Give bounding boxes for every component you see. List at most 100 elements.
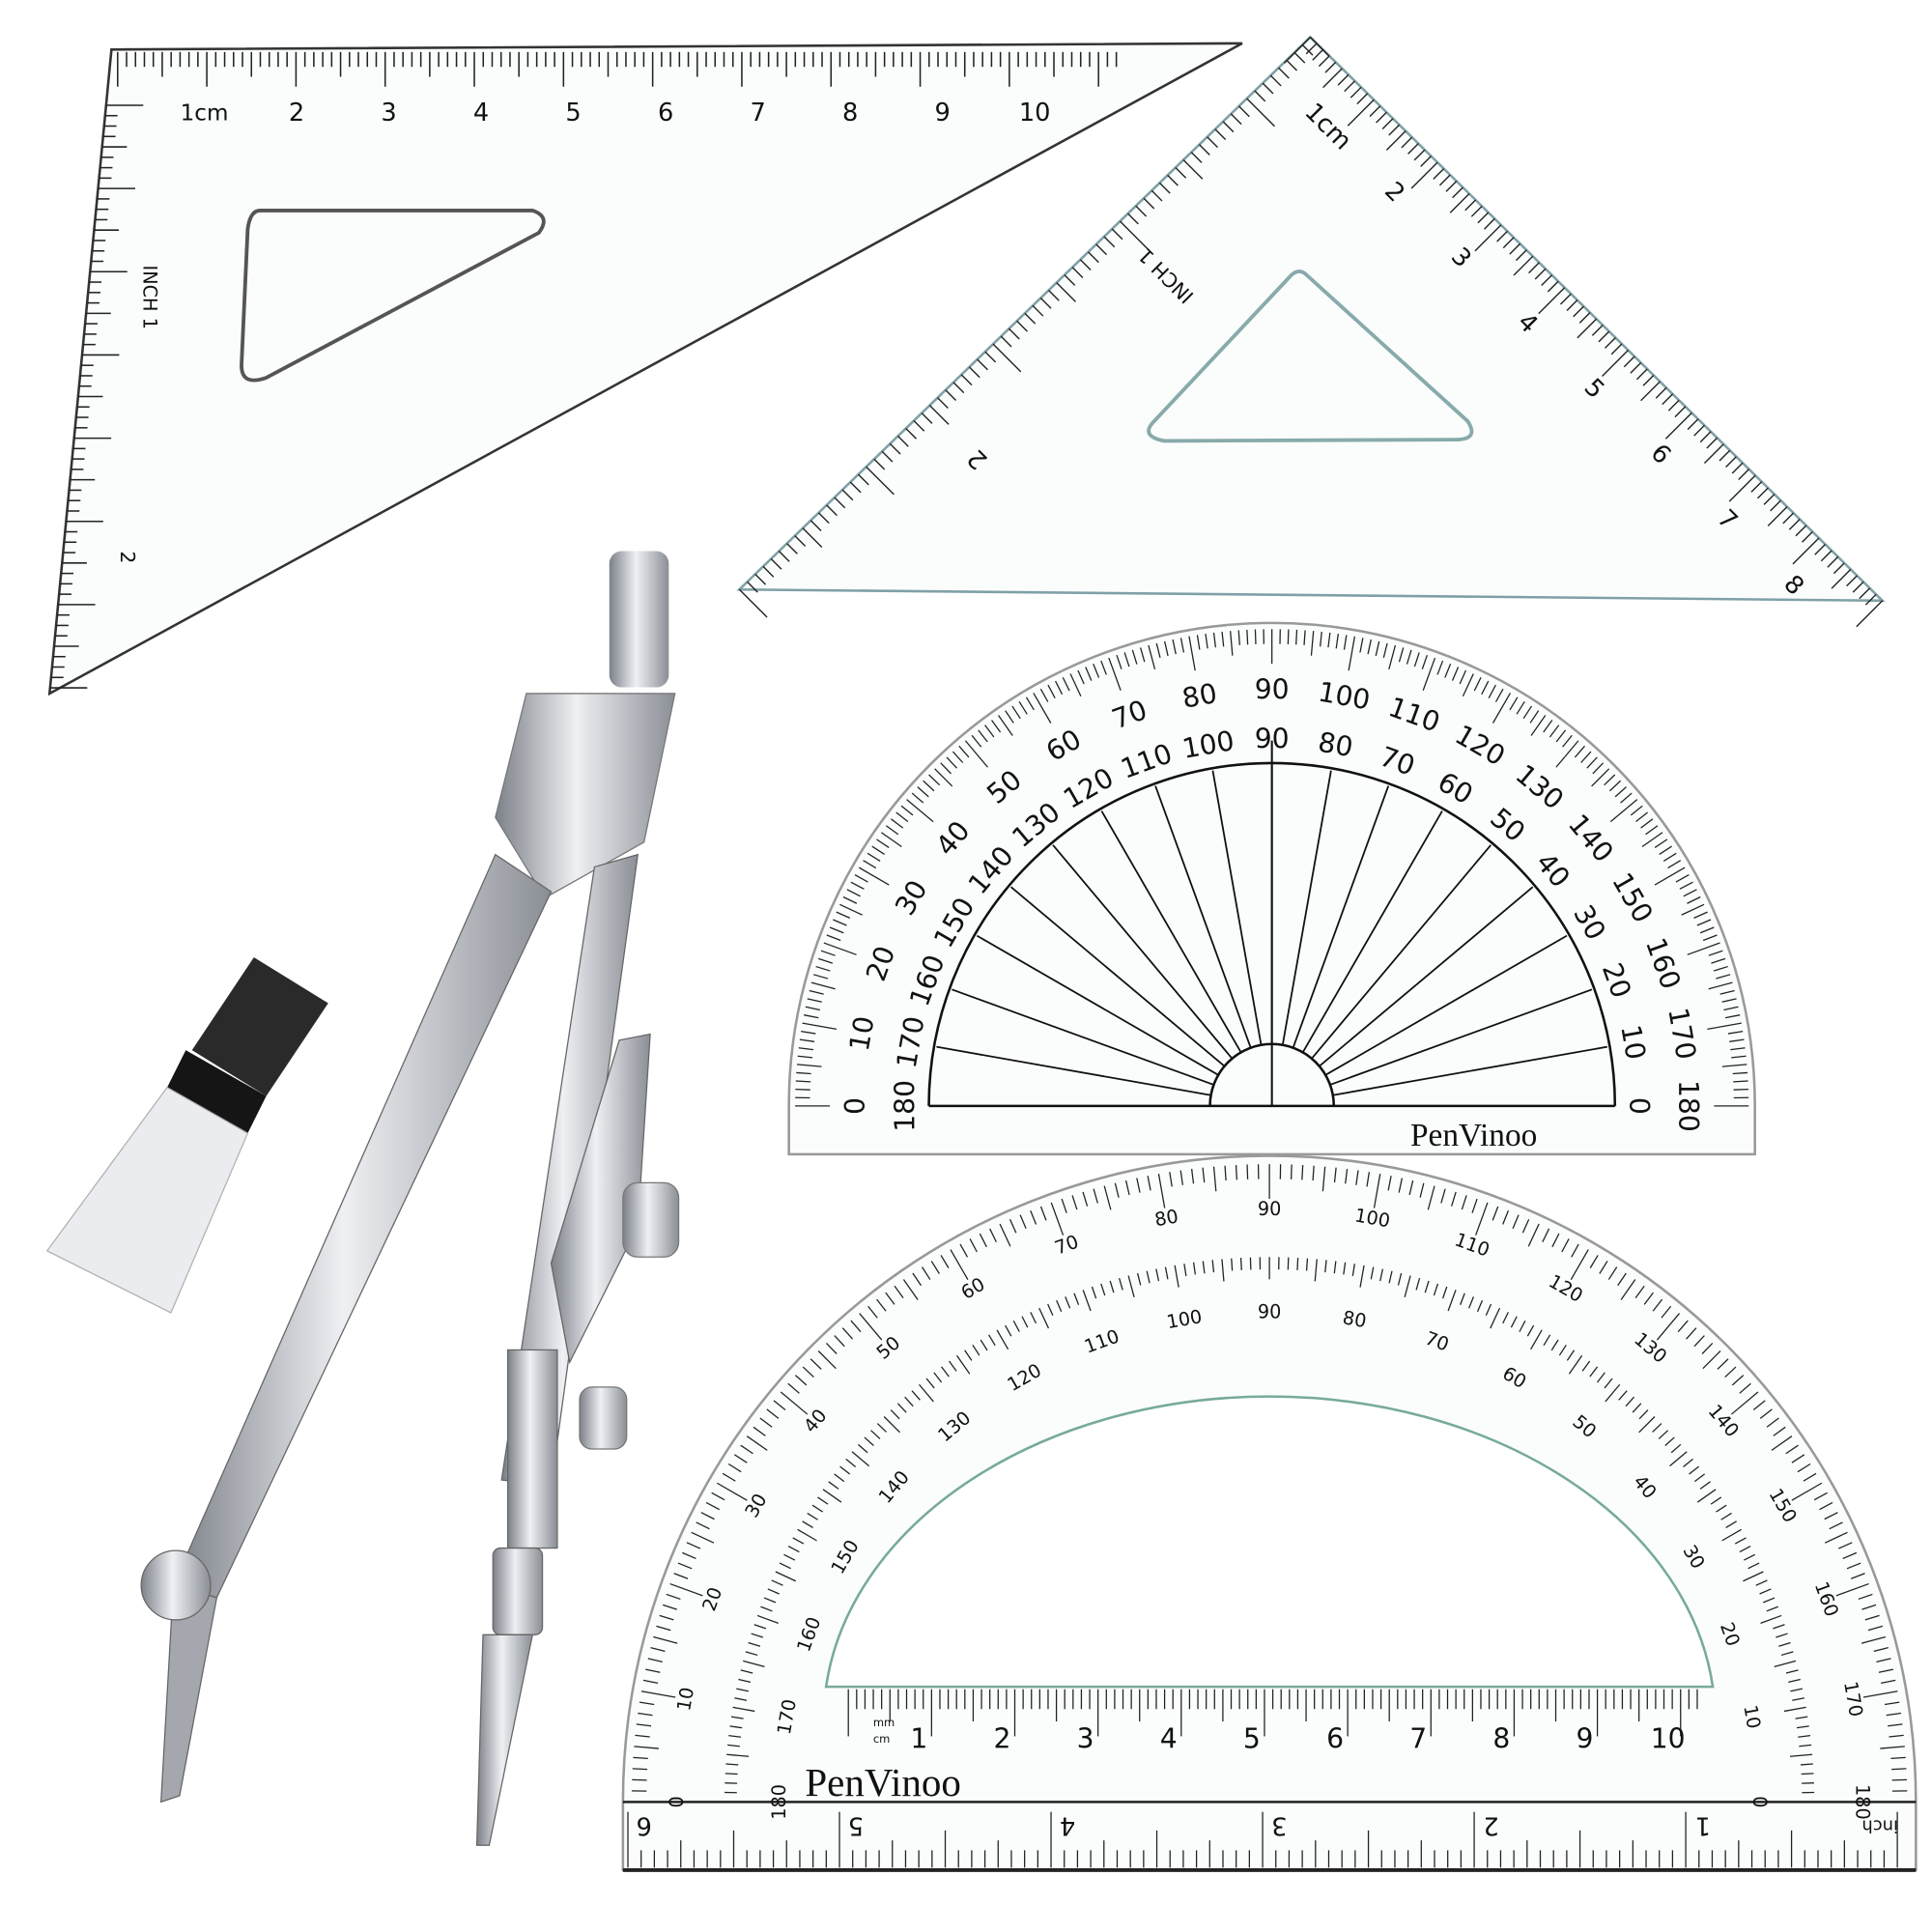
tick-mark: [1290, 1164, 1293, 1179]
outer-degree-label: 90: [1255, 673, 1290, 705]
tick-mark: [849, 481, 862, 494]
tick-mark: [1625, 1396, 1635, 1407]
tick-mark: [1427, 1185, 1435, 1210]
tick-mark: [1292, 785, 1390, 1048]
tick-mark: [894, 1285, 904, 1299]
tick-mark: [1230, 113, 1242, 126]
tick-mark: [1032, 304, 1044, 317]
tick-mark: [1570, 1249, 1589, 1280]
tick-mark: [1635, 811, 1649, 822]
tick-mark: [1350, 86, 1362, 99]
tick-mark: [1873, 1647, 1889, 1652]
tick-mark: [1424, 1280, 1430, 1293]
tick-mark: [730, 1716, 744, 1719]
cm-label: 8: [842, 99, 858, 128]
tick-mark: [1802, 530, 1813, 543]
tick-mark: [937, 397, 949, 409]
tick-mark: [1683, 1458, 1693, 1467]
tick-mark: [1790, 1688, 1804, 1692]
tick-mark: [1858, 1593, 1873, 1601]
tick-mark: [1529, 710, 1540, 724]
tick-mark: [1675, 874, 1690, 883]
tick-mark: [1309, 36, 1330, 57]
tick-mark: [783, 1553, 796, 1561]
cm-label: 3: [1077, 1722, 1094, 1754]
tick-mark: [991, 720, 1002, 733]
tick-mark: [1091, 1286, 1097, 1299]
tick-mark: [1376, 111, 1387, 124]
tick-mark: [895, 811, 909, 822]
tick-mark: [1116, 654, 1122, 669]
tick-mark: [1348, 636, 1356, 671]
tick-mark: [1664, 412, 1692, 440]
tick-mark: [1543, 720, 1553, 733]
tick-mark: [1791, 1454, 1805, 1463]
tick-mark: [1743, 1571, 1764, 1582]
tick-mark: [1798, 1735, 1811, 1738]
tick-mark: [863, 860, 877, 869]
tick-mark: [797, 1528, 817, 1542]
tick-mark: [1246, 1164, 1249, 1179]
tick-mark: [1547, 280, 1559, 293]
tick-mark: [1356, 93, 1369, 105]
tick-mark: [1179, 638, 1185, 653]
tick-mark: [1148, 644, 1156, 670]
tick-mark: [1103, 1185, 1112, 1210]
tick-mark: [1886, 1712, 1902, 1717]
tick-mark: [1551, 1233, 1560, 1248]
tick-mark: [1154, 785, 1252, 1048]
tick-mark: [1744, 1553, 1756, 1561]
tick-mark: [1725, 1520, 1737, 1529]
tick-mark: [941, 1366, 950, 1378]
tick-mark: [1509, 242, 1521, 255]
tick-mark: [1630, 361, 1642, 374]
tick-mark: [1118, 1277, 1123, 1291]
tick-mark: [1827, 555, 1839, 568]
tick-mark: [1239, 1258, 1242, 1270]
tick-mark: [1111, 228, 1123, 241]
compass-knurled-handle: [609, 551, 669, 688]
tick-mark: [1438, 174, 1451, 186]
tick-mark: [1756, 487, 1769, 499]
inch-unit-label: inch: [1861, 1816, 1898, 1836]
tick-mark: [1375, 640, 1380, 657]
tick-mark: [1030, 1209, 1037, 1225]
tick-mark: [669, 1582, 703, 1597]
tick-mark: [1064, 274, 1076, 286]
tick-mark: [1669, 1451, 1688, 1467]
tick-mark: [636, 1723, 652, 1727]
tick-mark: [1696, 919, 1712, 926]
tick-mark: [1488, 684, 1496, 698]
tick-mark: [1889, 1734, 1904, 1738]
tick-mark: [949, 1360, 957, 1372]
tick-mark: [921, 1266, 931, 1280]
tick-mark: [1790, 1753, 1813, 1757]
tick-mark: [813, 974, 829, 980]
tick-mark: [1530, 1329, 1543, 1350]
tick-mark: [1103, 236, 1116, 248]
tick-mark: [1246, 629, 1249, 645]
tick-mark: [1610, 343, 1623, 355]
tick-mark: [1773, 1624, 1785, 1630]
tick-mark: [1164, 640, 1169, 657]
tick-mark: [1721, 998, 1737, 1003]
tick-mark: [996, 1329, 1009, 1350]
tick-mark: [1052, 844, 1234, 1060]
tick-mark: [1137, 1272, 1142, 1286]
tick-mark: [780, 1391, 809, 1415]
tick-mark: [1048, 290, 1060, 301]
tick-mark: [786, 543, 798, 554]
tick-mark: [1231, 1258, 1234, 1271]
tick-mark: [1490, 1307, 1501, 1329]
tick-mark: [726, 1753, 750, 1757]
tick-mark: [1464, 199, 1477, 212]
tick-mark: [1413, 149, 1426, 161]
tick-mark: [1521, 1218, 1530, 1234]
tick-mark: [1100, 660, 1107, 675]
tick-mark: [1884, 1701, 1900, 1706]
tick-mark: [1581, 1360, 1591, 1372]
tick-mark: [1071, 267, 1084, 278]
tick-mark: [1056, 1299, 1063, 1313]
tick-mark: [1620, 792, 1633, 804]
tick-mark: [1604, 774, 1616, 786]
